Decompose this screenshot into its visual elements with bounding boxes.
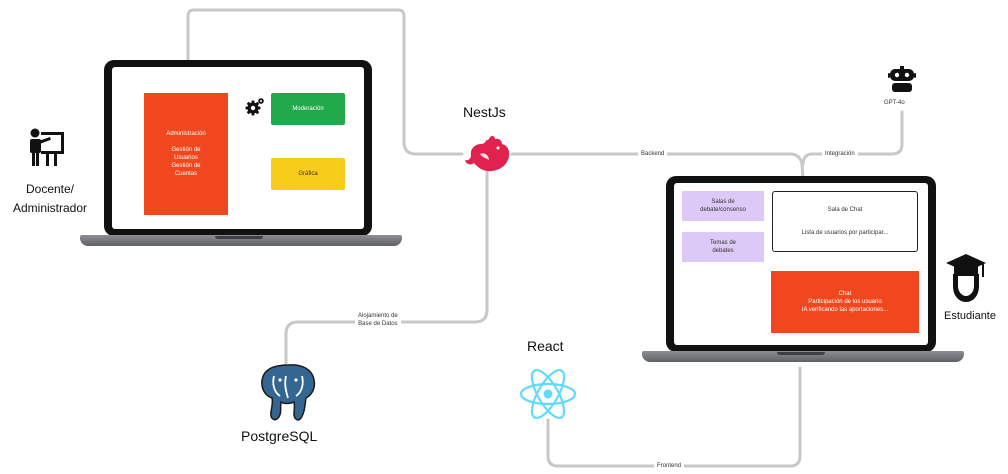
gears-icon: [244, 96, 266, 118]
admin-panel[interactable]: Administración Gestión de Usuarios Gesti…: [144, 93, 228, 215]
chat-room-users: Lista de usuarios por participar...: [801, 230, 889, 236]
label-frontend: Frontend: [654, 462, 685, 470]
student-laptop-hinge: [777, 352, 825, 355]
postgresql-label: PostgreSQL: [241, 428, 318, 444]
chat-panel[interactable]: Chat Participación de los usuario IA ver…: [771, 271, 919, 333]
react-logo-icon: [518, 366, 578, 422]
docente-label: Docente/ Administrador: [12, 182, 88, 215]
react-label: React: [527, 338, 564, 354]
teacher-board-icon: [26, 128, 66, 168]
nestjs-logo-icon: [462, 134, 512, 176]
student-laptop-base: [642, 351, 964, 362]
estudiante-label: Estudiante: [944, 310, 996, 322]
chat-room-panel: Sala de Chat Lista de usuarios por parti…: [772, 191, 918, 252]
postgresql-elephant-icon: [256, 362, 320, 424]
admin-laptop-base: [80, 235, 402, 246]
admin-laptop-notch: [228, 60, 252, 66]
grafica-button[interactable]: Gráfica: [271, 158, 345, 190]
gpt-label: GPT-4o: [884, 100, 905, 106]
wire-admin-nest: [186, 8, 464, 156]
nestjs-label: NestJs: [463, 104, 506, 120]
robot-icon: [887, 64, 917, 94]
student-laptop-notch: [790, 176, 814, 182]
wire-integracion: [801, 110, 904, 166]
salas-debate-item[interactable]: Salas de debate/consenso: [682, 191, 764, 221]
wire-frontend: [546, 366, 802, 468]
moderacion-button[interactable]: Moderación: [271, 93, 345, 125]
graduate-icon: [945, 252, 987, 304]
label-backend: Backend: [638, 150, 668, 158]
chat-room-title: Sala de Chat: [827, 207, 863, 213]
label-integracion: Integración: [822, 150, 858, 158]
admin-laptop-hinge: [215, 236, 263, 239]
temas-debate-item[interactable]: Temas de debates: [682, 232, 764, 262]
label-alojamiento: Alojamiento de Base de Datos: [355, 312, 401, 328]
